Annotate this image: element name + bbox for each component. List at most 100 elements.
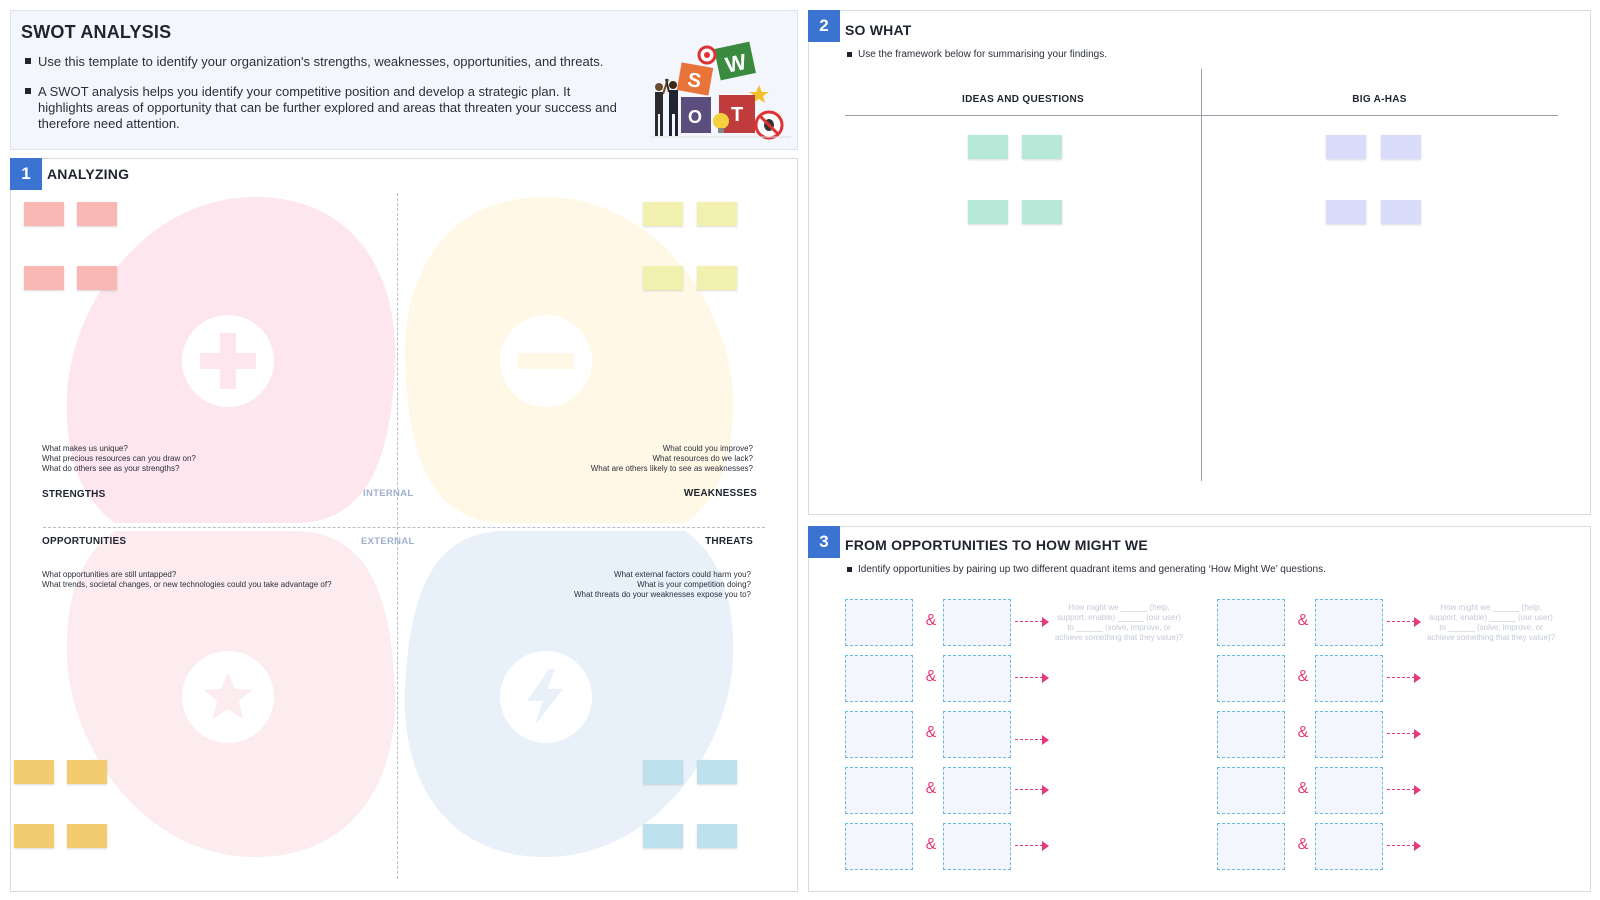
ideas-sticky-note[interactable] bbox=[1022, 200, 1062, 224]
internal-external-vertical-divider bbox=[397, 193, 398, 879]
hmw-question-prompt: How might we ______ (help, support, enab… bbox=[1054, 603, 1184, 642]
strengths-sticky-note[interactable] bbox=[24, 266, 64, 290]
quadrant-item-slot-a[interactable] bbox=[845, 823, 913, 870]
weaknesses-circle bbox=[500, 315, 592, 407]
hmw-question-prompt: How might we ______ (help, support, enab… bbox=[1426, 603, 1556, 642]
quadrant-item-slot-a[interactable] bbox=[1217, 599, 1285, 646]
ideas-sticky-note[interactable] bbox=[968, 200, 1008, 224]
arrow-right-icon bbox=[1387, 729, 1421, 739]
ampersand-symbol: & bbox=[925, 836, 937, 853]
threats-label: THREATS bbox=[705, 536, 753, 547]
quadrant-item-slot-b[interactable] bbox=[943, 599, 1011, 646]
quadrant-item-slot-a[interactable] bbox=[1217, 711, 1285, 758]
intro-panel: SWOT ANALYSIS Use this template to ident… bbox=[10, 10, 798, 150]
ampersand-symbol: & bbox=[1297, 836, 1309, 853]
arrow-right-icon bbox=[1015, 785, 1049, 795]
quadrant-item-slot-a[interactable] bbox=[1217, 767, 1285, 814]
section-number-1: 1 bbox=[10, 158, 42, 190]
weaknesses-sticky-note[interactable] bbox=[697, 202, 737, 226]
ampersand-symbol: & bbox=[1297, 724, 1309, 741]
threats-sticky-note[interactable] bbox=[697, 760, 737, 784]
table-column-divider bbox=[1201, 69, 1202, 481]
opportunities-sticky-note[interactable] bbox=[14, 824, 54, 848]
person-1-head bbox=[655, 83, 663, 91]
quadrant-item-slot-b[interactable] bbox=[943, 823, 1011, 870]
weaknesses-label: WEAKNESSES bbox=[683, 488, 757, 499]
swot-illustration: W S O T bbox=[651, 41, 791, 140]
quadrant-item-slot-a[interactable] bbox=[845, 655, 913, 702]
how-might-we-instruction: Identify opportunities by pairing up two… bbox=[846, 564, 1326, 575]
s-block bbox=[676, 62, 714, 96]
big-ahas-header: BIG A-HAS bbox=[1352, 94, 1407, 105]
threats-circle bbox=[500, 651, 592, 743]
internal-external-horizontal-divider bbox=[43, 527, 765, 528]
quadrant-item-slot-b[interactable] bbox=[1315, 823, 1383, 870]
strengths-sticky-note[interactable] bbox=[24, 202, 64, 226]
ampersand-symbol: & bbox=[1297, 780, 1309, 797]
quadrant-item-slot-a[interactable] bbox=[845, 711, 913, 758]
external-label: EXTERNAL bbox=[361, 536, 415, 547]
quadrant-item-slot-b[interactable] bbox=[1315, 767, 1383, 814]
arrow-right-icon bbox=[1387, 617, 1421, 627]
person-2-head bbox=[669, 81, 677, 89]
quadrant-item-slot-b[interactable] bbox=[1315, 655, 1383, 702]
weaknesses-sticky-note[interactable] bbox=[643, 202, 683, 226]
quadrant-item-slot-a[interactable] bbox=[845, 599, 913, 646]
quadrant-item-slot-b[interactable] bbox=[943, 655, 1011, 702]
quadrant-item-slot-a[interactable] bbox=[845, 767, 913, 814]
section-number-2: 2 bbox=[808, 10, 840, 42]
quadrant-item-slot-b[interactable] bbox=[1315, 711, 1383, 758]
ahas-sticky-note[interactable] bbox=[1326, 135, 1366, 159]
threats-sticky-note[interactable] bbox=[643, 824, 683, 848]
ampersand-symbol: & bbox=[1297, 668, 1309, 685]
opportunities-sticky-note[interactable] bbox=[67, 760, 107, 784]
weaknesses-questions: What could you improve? What resources d… bbox=[590, 444, 753, 473]
plus-icon bbox=[200, 333, 256, 389]
lightbulb-icon bbox=[713, 113, 729, 129]
arrow-right-icon bbox=[1387, 785, 1421, 795]
arrow-right-icon bbox=[1015, 735, 1049, 745]
section-number-3: 3 bbox=[808, 526, 840, 558]
opportunities-label: OPPORTUNITIES bbox=[42, 536, 127, 547]
intro-bullet-2: A SWOT analysis helps you identify your … bbox=[22, 84, 622, 132]
strengths-circle bbox=[182, 315, 274, 407]
page-title: SWOT ANALYSIS bbox=[21, 22, 172, 42]
o-letter: O bbox=[688, 107, 702, 127]
strengths-sticky-note[interactable] bbox=[77, 202, 117, 226]
ideas-sticky-note[interactable] bbox=[1022, 135, 1062, 159]
ideas-sticky-note[interactable] bbox=[968, 135, 1008, 159]
star-icon bbox=[204, 673, 252, 719]
opportunities-circle bbox=[182, 651, 274, 743]
ampersand-symbol: & bbox=[925, 668, 937, 685]
quadrant-item-slot-b[interactable] bbox=[1315, 599, 1383, 646]
opportunities-questions: What opportunities are still untapped? W… bbox=[42, 570, 332, 589]
weaknesses-sticky-note[interactable] bbox=[697, 266, 737, 290]
quadrant-item-slot-b[interactable] bbox=[943, 711, 1011, 758]
w-block bbox=[714, 41, 756, 81]
threats-sticky-note[interactable] bbox=[697, 824, 737, 848]
opportunities-sticky-note[interactable] bbox=[14, 760, 54, 784]
quadrant-item-slot-b[interactable] bbox=[943, 767, 1011, 814]
analyzing-title: ANALYZING bbox=[47, 166, 130, 182]
ahas-sticky-note[interactable] bbox=[1381, 200, 1421, 224]
ampersand-symbol: & bbox=[925, 780, 937, 797]
weaknesses-sticky-note[interactable] bbox=[643, 266, 683, 290]
ampersand-symbol: & bbox=[1297, 612, 1309, 629]
ahas-sticky-note[interactable] bbox=[1326, 200, 1366, 224]
arrow-right-icon bbox=[1015, 617, 1049, 627]
strengths-sticky-note[interactable] bbox=[77, 266, 117, 290]
ampersand-symbol: & bbox=[925, 724, 937, 741]
opportunities-sticky-note[interactable] bbox=[67, 824, 107, 848]
lightning-icon bbox=[527, 669, 563, 725]
threats-questions: What external factors could harm you? Wh… bbox=[574, 570, 751, 599]
quadrant-item-slot-a[interactable] bbox=[1217, 823, 1285, 870]
ahas-sticky-note[interactable] bbox=[1381, 135, 1421, 159]
quadrant-item-slot-a[interactable] bbox=[1217, 655, 1285, 702]
ideas-questions-header: IDEAS AND QUESTIONS bbox=[961, 94, 1084, 105]
so-what-title: SO WHAT bbox=[845, 22, 912, 38]
threats-sticky-note[interactable] bbox=[643, 760, 683, 784]
s-letter: S bbox=[686, 69, 703, 93]
so-what-panel: 2 SO WHAT Use the framework below for su… bbox=[808, 10, 1591, 515]
how-might-we-panel: 3 FROM OPPORTUNITIES TO HOW MIGHT WE Ide… bbox=[808, 526, 1591, 892]
how-might-we-title: FROM OPPORTUNITIES TO HOW MIGHT WE bbox=[845, 537, 1148, 553]
